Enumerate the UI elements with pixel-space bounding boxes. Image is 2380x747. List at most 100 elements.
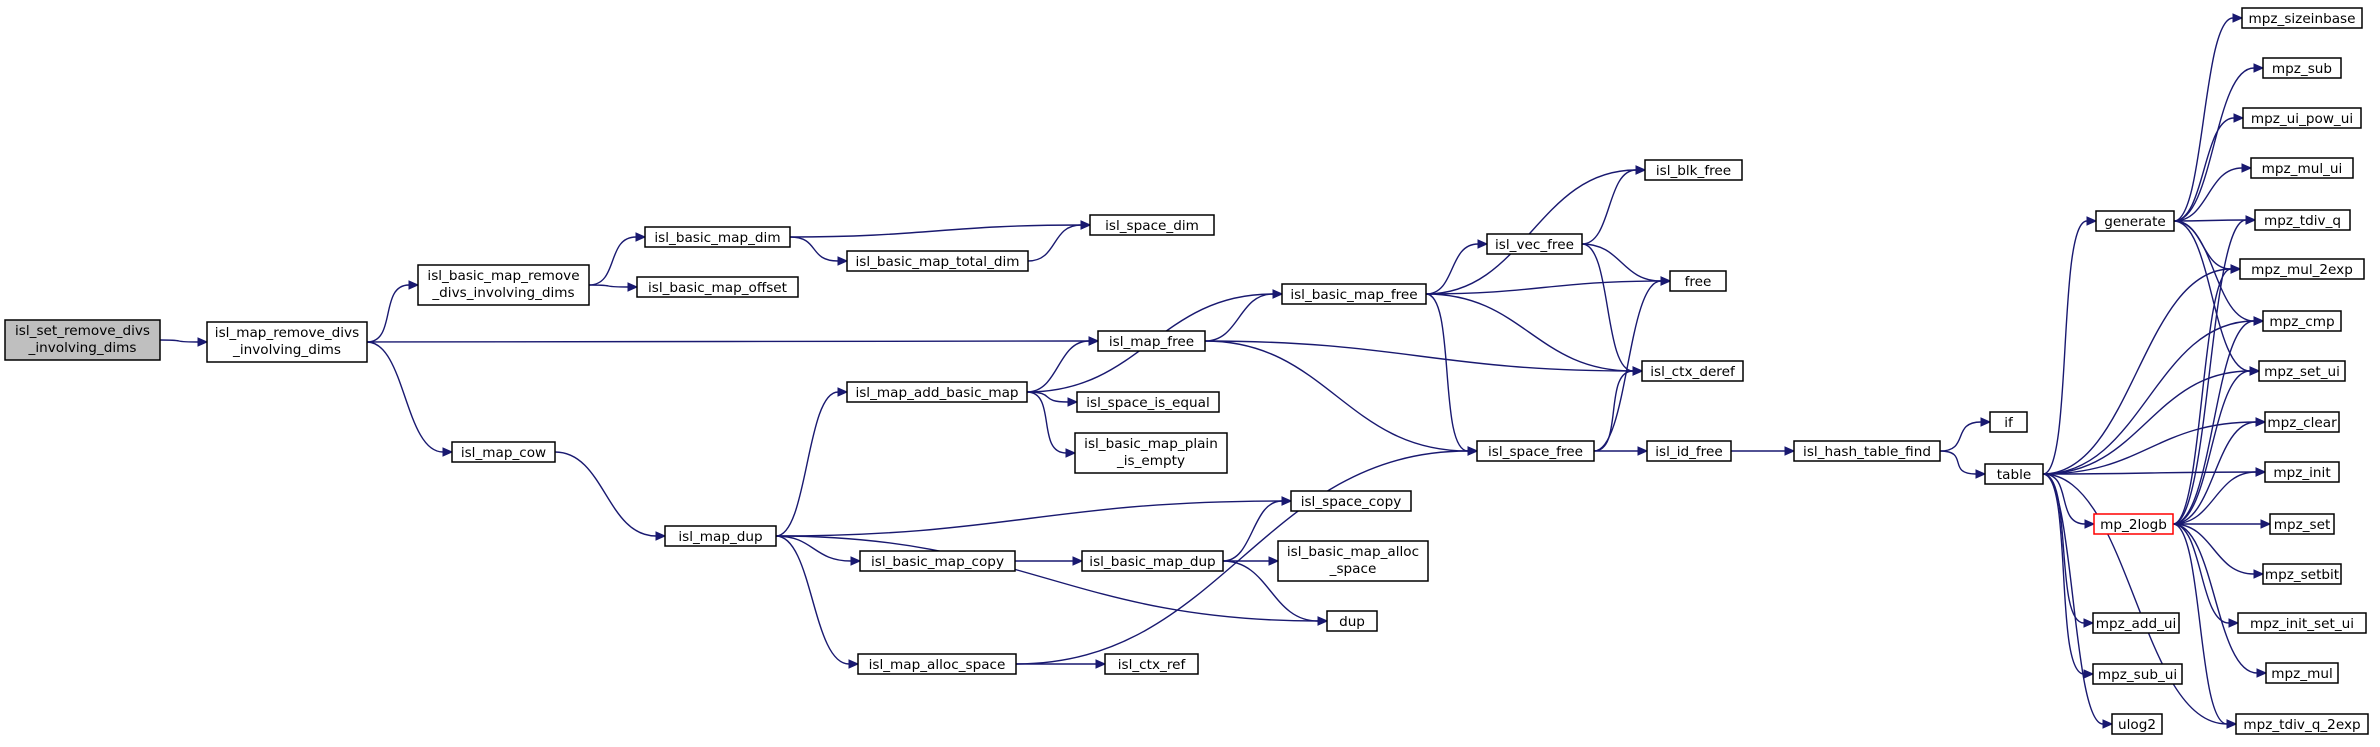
node-box [1644, 159, 1743, 181]
node-mpz-set-ui[interactable]: mpz_set_ui [2258, 360, 2346, 382]
node-mpz-add-ui[interactable]: mpz_add_ui [2092, 612, 2180, 634]
node-mpz-tdiv-q[interactable]: mpz_tdiv_q [2254, 209, 2351, 231]
edge-line [2172, 523, 2230, 624]
node-isl-set-remove-divs-involving-dims[interactable]: isl_set_remove_divs_involving_dims [4, 319, 161, 361]
edge-line [2172, 370, 2251, 525]
edge-line [2172, 471, 2257, 525]
node-isl-basic-map-dim[interactable]: isl_basic_map_dim [644, 226, 791, 248]
edge-line [366, 341, 444, 453]
node-isl-vec-free[interactable]: isl_vec_free [1486, 233, 1583, 255]
node-box [1290, 490, 1412, 512]
edge-arrowhead [197, 337, 209, 347]
node-label: isl_space_dim [1105, 218, 1199, 234]
node-label: isl_map_cow [461, 445, 546, 461]
node-label: isl_blk_free [1656, 163, 1731, 179]
node-mpz-set[interactable]: mpz_set [2269, 513, 2335, 535]
node-box [857, 653, 1017, 675]
node-mpz-mul-2exp[interactable]: mpz_mul_2exp [2239, 258, 2365, 280]
node-isl-hash-table-find[interactable]: isl_hash_table_find [1793, 440, 1941, 462]
node-isl-space-dim[interactable]: isl_space_dim [1089, 214, 1215, 236]
node-isl-basic-map-plain-is-empty[interactable]: isl_basic_map_plain_is_empty [1074, 432, 1228, 474]
node-isl-map-dup[interactable]: isl_map_dup [664, 525, 777, 547]
edge-arrowhead [2233, 113, 2245, 123]
node-box [2262, 310, 2342, 332]
node-isl-ctx-ref[interactable]: isl_ctx_ref [1104, 653, 1199, 675]
node-free[interactable]: free [1669, 270, 1727, 292]
node-mp-2logb[interactable]: mp_2logb [2093, 513, 2174, 535]
node-mpz-init[interactable]: mpz_init [2264, 461, 2340, 483]
node-label: mpz_sub [2272, 61, 2332, 77]
edge-arrowhead [1975, 469, 1987, 479]
node-isl-basic-map-remove-divs-involving-dims[interactable]: isl_basic_map_remove_divs_involving_dims [417, 264, 590, 306]
node-mpz-cmp[interactable]: mpz_cmp [2262, 310, 2342, 332]
node-if[interactable]: if [1989, 411, 2028, 433]
node-label: table [1997, 467, 2031, 483]
node-isl-map-add-basic-map[interactable]: isl_map_add_basic_map [846, 381, 1028, 403]
edge-arrowhead [1272, 289, 1284, 299]
node-box [2262, 563, 2342, 585]
node-dup[interactable]: dup [1326, 610, 1378, 632]
node-mpz-mul[interactable]: mpz_mul [2265, 662, 2339, 684]
node-isl-map-cow[interactable]: isl_map_cow [451, 441, 556, 463]
node-isl-blk-free[interactable]: isl_blk_free [1644, 159, 1743, 181]
node-isl-basic-map-offset[interactable]: isl_basic_map_offset [636, 276, 799, 298]
edge-n19-n26 [2173, 113, 2245, 222]
edge-line [1222, 500, 1283, 562]
edge-n20-n38 [2172, 523, 2238, 729]
node-isl-id-free[interactable]: isl_id_free [1646, 440, 1732, 462]
node-box [2250, 157, 2354, 179]
node-ulog2[interactable]: ulog2 [2111, 713, 2163, 735]
node-mpz-sub[interactable]: mpz_sub [2262, 57, 2342, 79]
node-label: mpz_clear [2267, 415, 2337, 431]
node-mpz-mul-ui[interactable]: mpz_mul_ui [2250, 157, 2354, 179]
edge-line [2172, 268, 2232, 525]
node-box [1476, 440, 1595, 462]
edge-n1-n3 [366, 336, 1100, 346]
node-isl-space-copy[interactable]: isl_space_copy [1290, 490, 1412, 512]
node-isl-basic-map-free[interactable]: isl_basic_map_free [1281, 283, 1427, 305]
node-label: isl_basic_map_dim [654, 230, 780, 246]
node-label: mpz_set_ui [2264, 364, 2340, 380]
node-isl-basic-map-total-dim[interactable]: isl_basic_map_total_dim [846, 250, 1029, 272]
node-isl-basic-map-copy[interactable]: isl_basic_map_copy [859, 550, 1016, 572]
node-box [859, 550, 1016, 572]
node-label: isl_basic_map_alloc [1287, 544, 1419, 560]
node-box [1076, 391, 1220, 413]
node-label: _space [1329, 561, 1377, 577]
edge-n14-n10 [1581, 243, 1644, 376]
node-label: if [2004, 415, 2014, 431]
node-isl-basic-map-dup[interactable]: isl_basic_map_dup [1081, 550, 1224, 572]
node-mpz-init-set-ui[interactable]: mpz_init_set_ui [2237, 612, 2367, 634]
edge-n19-n29 [2173, 220, 2242, 274]
node-mpz-clear[interactable]: mpz_clear [2264, 411, 2340, 433]
node-label: isl_basic_map_remove [427, 268, 579, 284]
node-label: _divs_involving_dims [431, 285, 574, 301]
edge-line [2042, 473, 2228, 725]
node-mpz-ui-pow-ui[interactable]: mpz_ui_pow_ui [2242, 107, 2362, 129]
node-mpz-tdiv-q-2exp[interactable]: mpz_tdiv_q_2exp [2235, 713, 2369, 735]
edge-arrowhead [1088, 336, 1100, 346]
node-mpz-sizeinbase[interactable]: mpz_sizeinbase [2241, 7, 2363, 29]
edge-arrowhead [2249, 366, 2261, 376]
edge-arrowhead [442, 447, 454, 457]
node-isl-map-alloc-space[interactable]: isl_map_alloc_space [857, 653, 1017, 675]
node-isl-map-free[interactable]: isl_map_free [1097, 330, 1206, 352]
node-isl-basic-map-alloc-space[interactable]: isl_basic_map_alloc_space [1277, 540, 1429, 582]
node-isl-space-is-equal[interactable]: isl_space_is_equal [1076, 391, 1220, 413]
node-generate[interactable]: generate [2095, 210, 2175, 232]
node-box [846, 381, 1028, 403]
node-table[interactable]: table [1984, 463, 2044, 485]
node-mpz-setbit[interactable]: mpz_setbit [2262, 563, 2342, 585]
edge-arrowhead [2083, 669, 2095, 679]
node-label: _involving_dims [28, 340, 137, 356]
node-isl-ctx-deref[interactable]: isl_ctx_deref [1641, 360, 1744, 382]
node-label: mpz_ui_pow_ui [2251, 111, 2353, 127]
node-label: isl_set_remove_divs [15, 323, 150, 339]
node-isl-map-remove-divs-involving-dims[interactable]: isl_map_remove_divs_involving_dims [206, 321, 368, 363]
node-mpz-sub-ui[interactable]: mpz_sub_ui [2092, 663, 2183, 685]
edge-arrowhead [2084, 519, 2096, 529]
node-box [664, 525, 777, 547]
edge-n40-n3 [1026, 336, 1100, 393]
node-isl-space-free[interactable]: isl_space_free [1476, 440, 1595, 462]
